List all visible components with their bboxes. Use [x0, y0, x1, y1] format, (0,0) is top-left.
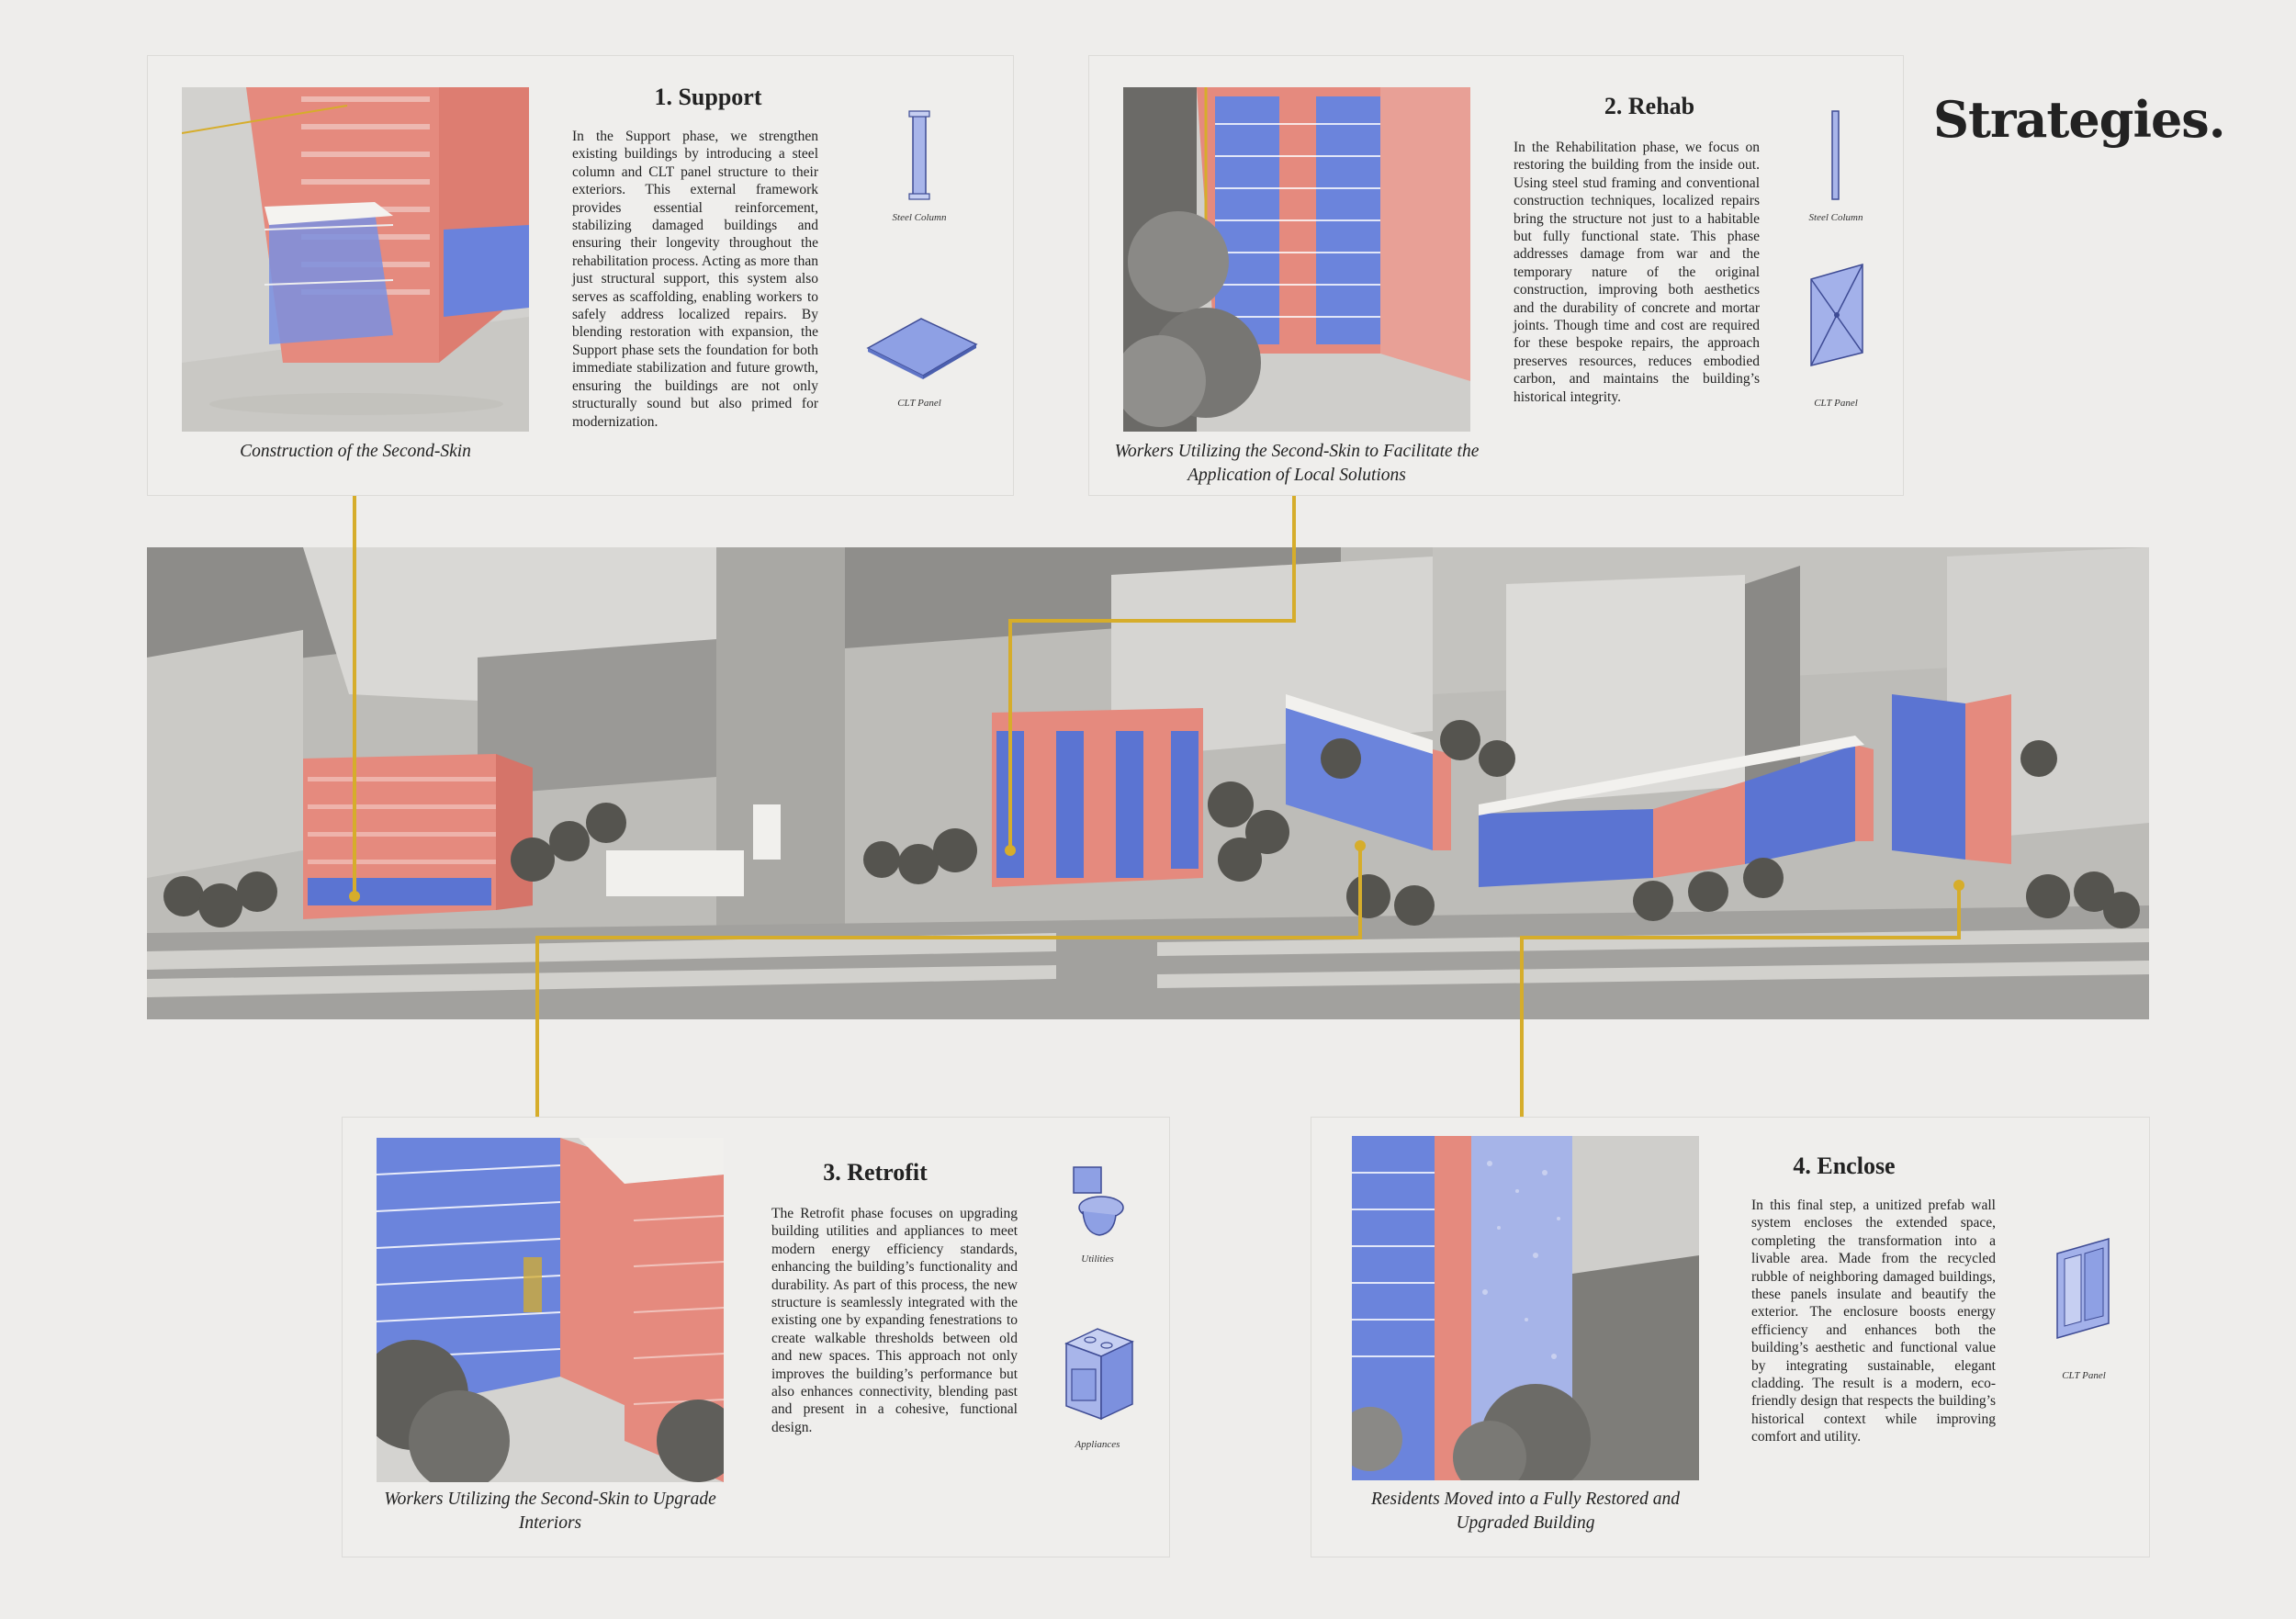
- connector-line: [1520, 1019, 1524, 1117]
- strategy-panel-support: 1. Support In the Support phase, we stre…: [147, 55, 1014, 496]
- strategy-panel-rehab: 2. Rehab In the Rehabilitation phase, we…: [1088, 55, 1904, 496]
- connector-line: [1292, 496, 1296, 547]
- retrofit-render: [377, 1138, 724, 1482]
- clt-panel-icon: [1810, 264, 1863, 366]
- enclose-render: [1352, 1136, 1699, 1480]
- panel-description: In this final step, a unitized prefab wa…: [1751, 1197, 1996, 1445]
- site-aerial-render: [147, 547, 2149, 1019]
- panel-description: In the Rehabilitation phase, we focus on…: [1514, 140, 1760, 405]
- icon-label: CLT Panel: [1814, 398, 1858, 409]
- page-title: Strategies.: [1933, 90, 2226, 149]
- panel-title: 2. Rehab: [1604, 93, 1695, 119]
- icon-label: Utilities: [1081, 1254, 1114, 1265]
- panel-title: 4. Enclose: [1793, 1152, 1896, 1179]
- icon-label: CLT Panel: [897, 398, 941, 409]
- strategy-panel-enclose: 4. Enclose In this final step, a unitize…: [1311, 1117, 2150, 1557]
- panel-description: In the Support phase, we strengthen exis…: [572, 129, 818, 430]
- panel-caption: Construction of the Second-Skin: [240, 442, 471, 461]
- rehab-render: [1123, 87, 1470, 432]
- steel-column-icon: [908, 110, 930, 200]
- icon-label: Steel Column: [892, 212, 947, 223]
- toilet-icon: [1073, 1166, 1124, 1236]
- panel-description: The Retrofit phase focuses on upgrading …: [771, 1206, 1018, 1435]
- icon-label: Steel Column: [1808, 212, 1863, 223]
- stove-icon: [1064, 1328, 1134, 1421]
- connector-line: [353, 496, 356, 547]
- panel-title: 1. Support: [654, 84, 762, 110]
- support-render: [182, 87, 529, 432]
- strategy-panel-retrofit: 3. Retrofit The Retrofit phase focuses o…: [342, 1117, 1170, 1557]
- clt-panel-icon: [866, 318, 978, 379]
- icon-label: Appliances: [1075, 1439, 1120, 1450]
- connector-line: [535, 1019, 539, 1117]
- panel-caption: Workers Utilizing the Second-Skin to Upg…: [384, 1490, 716, 1533]
- clt-panel-icon: [2056, 1238, 2110, 1339]
- panel-caption: Residents Moved into a Fully Restored an…: [1370, 1490, 1681, 1533]
- panel-title: 3. Retrofit: [823, 1159, 928, 1186]
- steel-column-icon: [1831, 110, 1840, 200]
- icon-label: CLT Panel: [2062, 1370, 2106, 1381]
- panel-caption: Workers Utilizing the Second-Skin to Fac…: [1114, 442, 1480, 485]
